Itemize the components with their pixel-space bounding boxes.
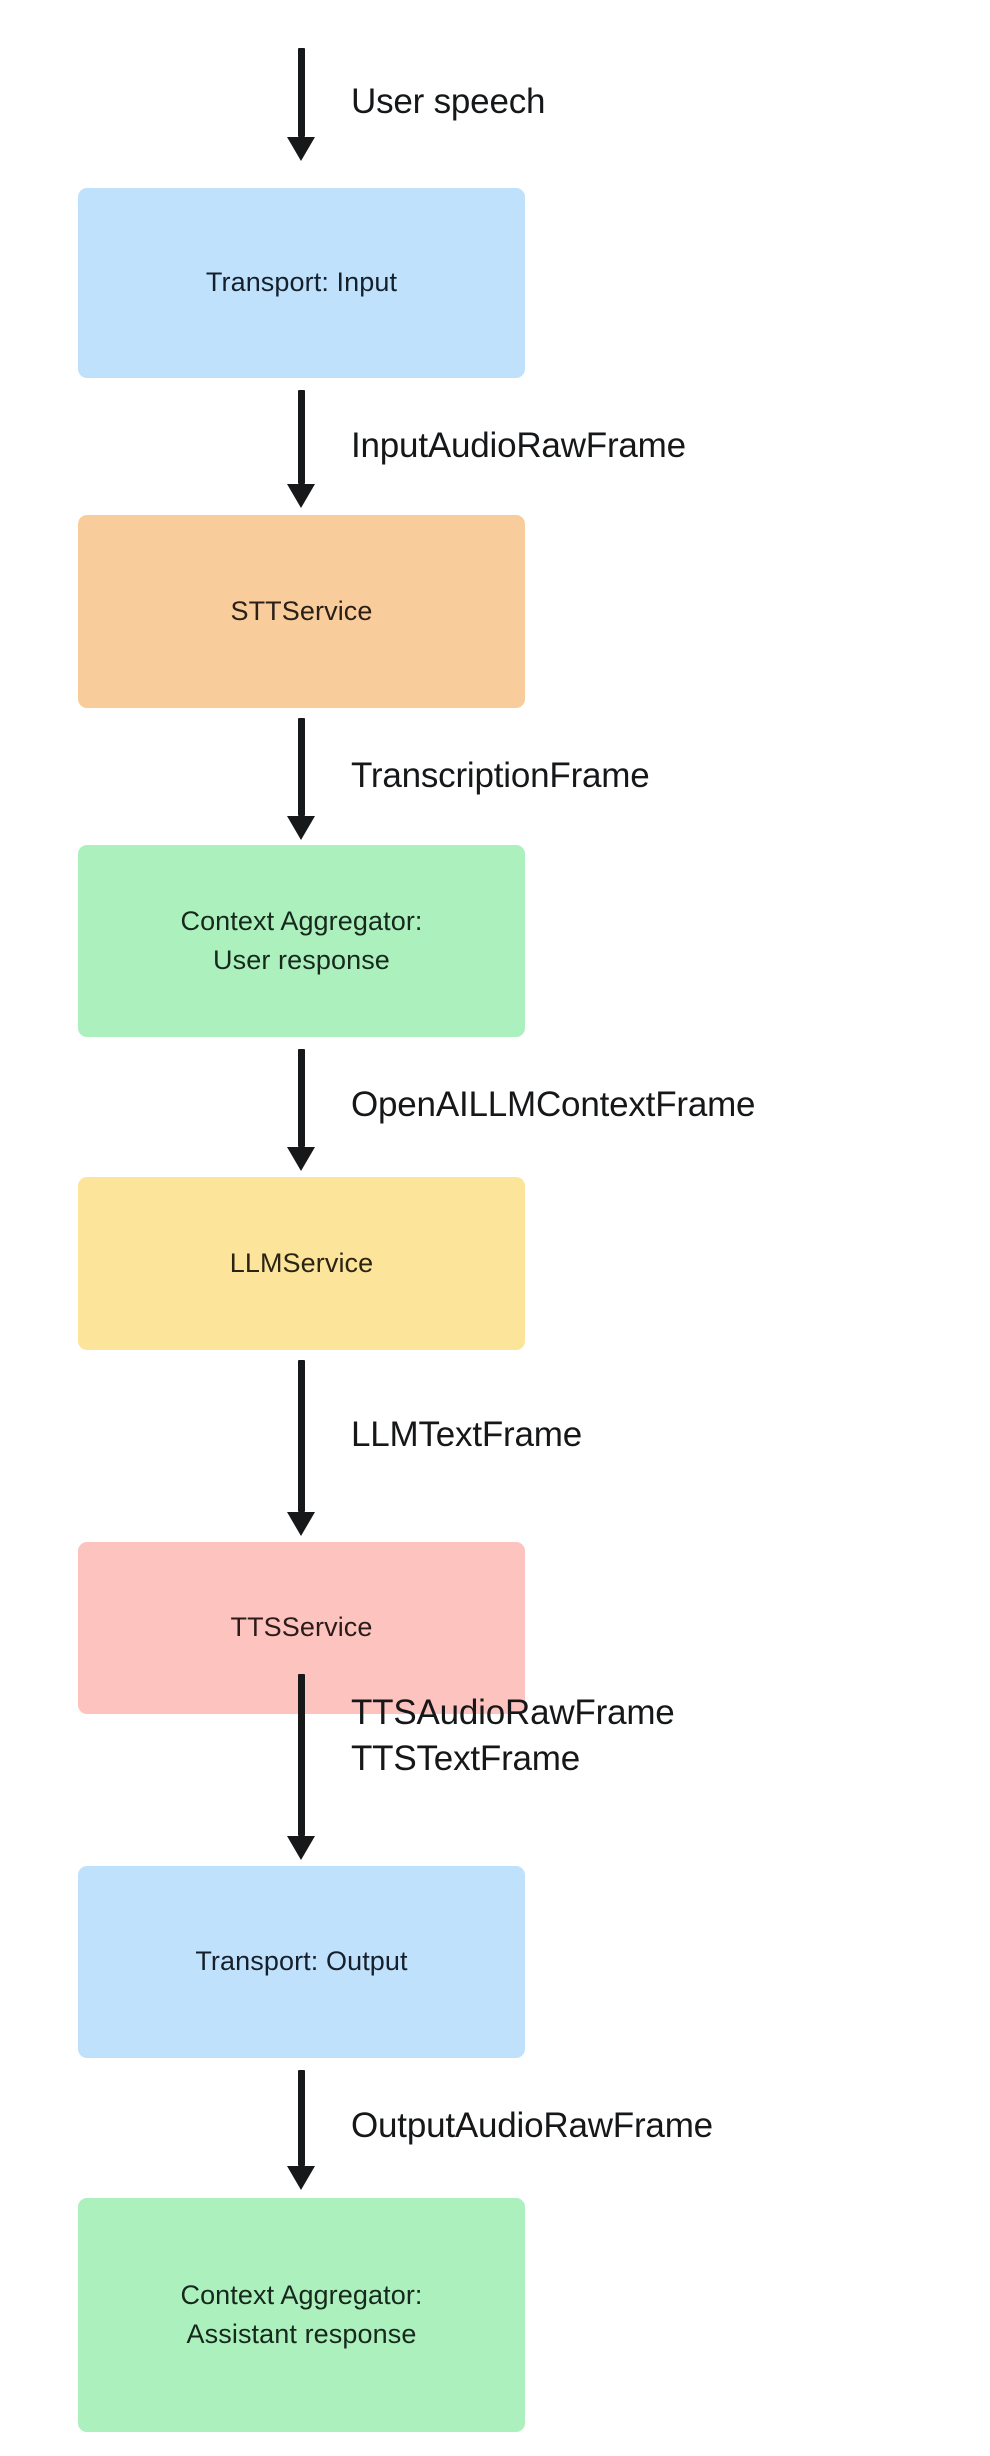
node-label-llm-service: LLMService [229,1247,374,1278]
node-llm-service[interactable]: LLMService [78,1177,525,1350]
arrow-shaft [297,2070,305,2166]
edge-input-audio-raw-frame-arrow [281,390,321,508]
node-transport-output[interactable]: Transport: Output [78,1866,525,2058]
edge-transcription-frame-arrow [281,718,321,840]
arrow-shaft [297,1049,305,1147]
arrow-head [287,484,315,508]
edge-llm-text-frame-arrow [281,1360,321,1536]
edge-label-tts-frames: TTSAudioRawFrame TTSTextFrame [351,1693,675,1779]
edge-label-input-audio-raw-frame: InputAudioRawFrame [351,426,686,465]
arrow-shaft [297,1360,305,1512]
node-label-transport-output: Transport: Output [195,1946,408,1977]
arrow-shaft [297,48,305,137]
edge-label-llm-text-frame: LLMTextFrame [351,1415,582,1454]
arrow-shaft [297,718,305,816]
edge-label-output-audio-raw-frame: OutputAudioRawFrame [351,2106,713,2145]
arrow-head [287,816,315,840]
edge-label-openai-llm-context-frame: OpenAILLMContextFrame [351,1085,756,1124]
arrow-head [287,1512,315,1536]
node-context-aggregator-user[interactable]: Context Aggregator: User response [78,845,525,1037]
arrow-head [287,2166,315,2190]
node-label-tts-service: TTSService [230,1612,373,1643]
node-stt-service[interactable]: STTService [78,515,525,708]
node-label-transport-input: Transport: Input [205,267,398,298]
edge-user-speech-arrow [281,48,321,161]
edge-openai-llm-context-frame-arrow [281,1049,321,1171]
arrow-shaft [297,390,305,484]
edge-label-transcription-frame: TranscriptionFrame [351,756,650,795]
node-label-context-aggregator-assistant: Context Aggregator: Assistant response [180,2279,423,2349]
node-transport-input[interactable]: Transport: Input [78,188,525,378]
arrow-head [287,137,315,161]
arrow-head [287,1147,315,1171]
node-label-context-aggregator-user: Context Aggregator: User response [180,905,423,975]
node-label-stt-service: STTService [230,595,373,626]
arrow-head [287,1836,315,1860]
edge-label-user-speech: User speech [351,82,546,121]
node-context-aggregator-assistant[interactable]: Context Aggregator: Assistant response [78,2198,525,2432]
node-tts-service[interactable]: TTSService [78,1542,525,1714]
edge-output-audio-raw-frame-arrow [281,2070,321,2190]
